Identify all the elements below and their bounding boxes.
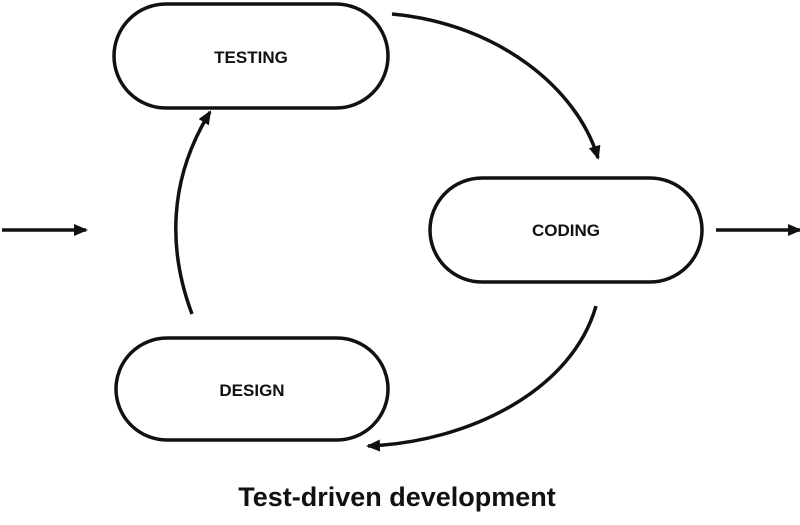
node-design: DESIGN [114,336,390,442]
arrow-coding-to-design [366,305,598,452]
node-coding-shape [428,176,704,284]
node-coding: CODING [428,176,704,284]
diagram-caption: Test-driven development [238,482,556,512]
node-coding-label: CODING [532,221,600,240]
arrow-testing-to-coding [391,12,601,160]
node-design-shape [114,336,390,442]
node-testing-shape [112,2,390,110]
node-design-label: DESIGN [219,381,284,400]
node-testing: TESTING [112,2,390,110]
arrow-design-to-testing [174,110,212,315]
node-testing-label: TESTING [214,48,288,67]
